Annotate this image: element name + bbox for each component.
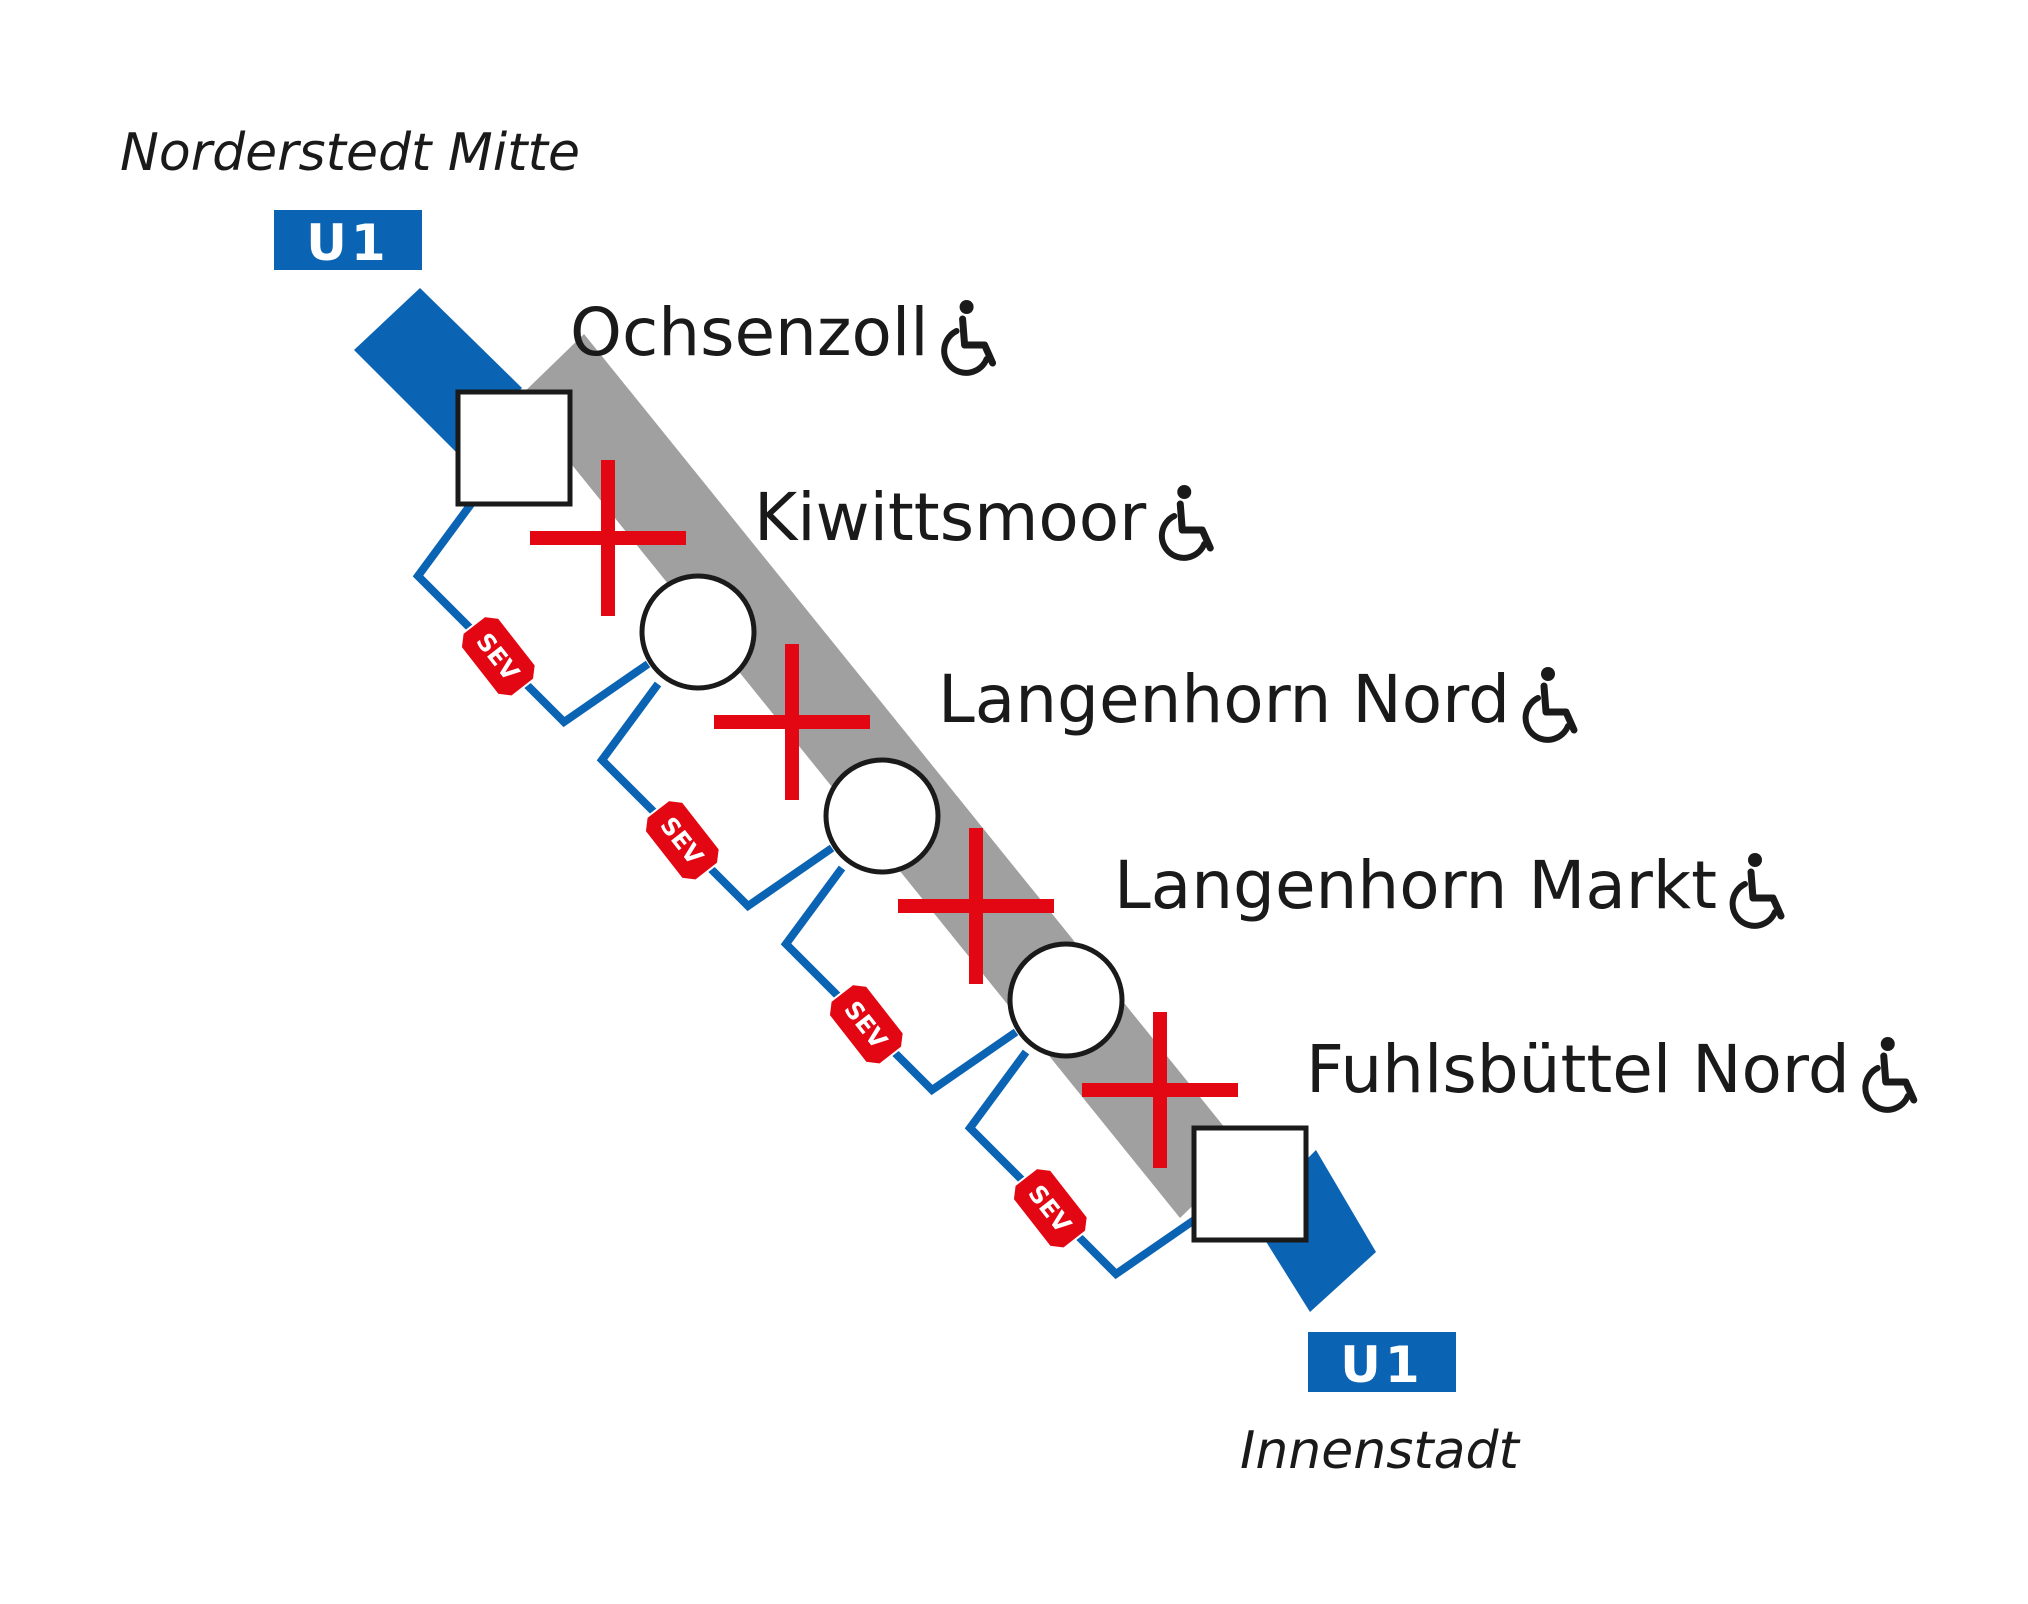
sev-badge: SEV	[459, 615, 537, 698]
wheelchair-icon	[1865, 1037, 1913, 1110]
line-badge-north: U1	[274, 210, 422, 272]
station-label: Kiwittsmoor	[754, 479, 1147, 556]
red-cross-icon	[898, 828, 1054, 984]
closure-marks	[530, 460, 1238, 1168]
station-circle	[1007, 941, 1125, 1059]
terminus-north-label: Norderstedt Mitte	[120, 123, 580, 183]
wheelchair-icon	[944, 300, 992, 373]
station-circle	[823, 757, 941, 875]
station-symbols	[455, 389, 1309, 1243]
station-label: Langenhorn Markt	[1114, 847, 1717, 924]
sev-badge: SEV	[643, 799, 721, 882]
line-badge-north-text: U1	[306, 214, 389, 272]
wheelchair-icon	[1162, 485, 1210, 558]
station-label: Langenhorn Nord	[938, 661, 1510, 738]
red-cross-icon	[530, 460, 686, 616]
red-cross-icon	[714, 644, 870, 800]
station-square	[455, 389, 573, 507]
wheelchair-icon	[1733, 853, 1781, 926]
line-badge-south: U1	[1308, 1332, 1456, 1394]
station-label: Ochsenzoll	[570, 294, 929, 371]
red-cross-icon	[1082, 1012, 1238, 1168]
wheelchair-icon	[1526, 667, 1574, 740]
station-square	[1191, 1125, 1309, 1243]
terminus-south-label: Innenstadt	[1240, 1421, 1521, 1481]
station-label: Fuhlsbüttel Nord	[1306, 1031, 1850, 1108]
station-circle	[639, 573, 757, 691]
line-badge-south-text: U1	[1340, 1336, 1423, 1394]
